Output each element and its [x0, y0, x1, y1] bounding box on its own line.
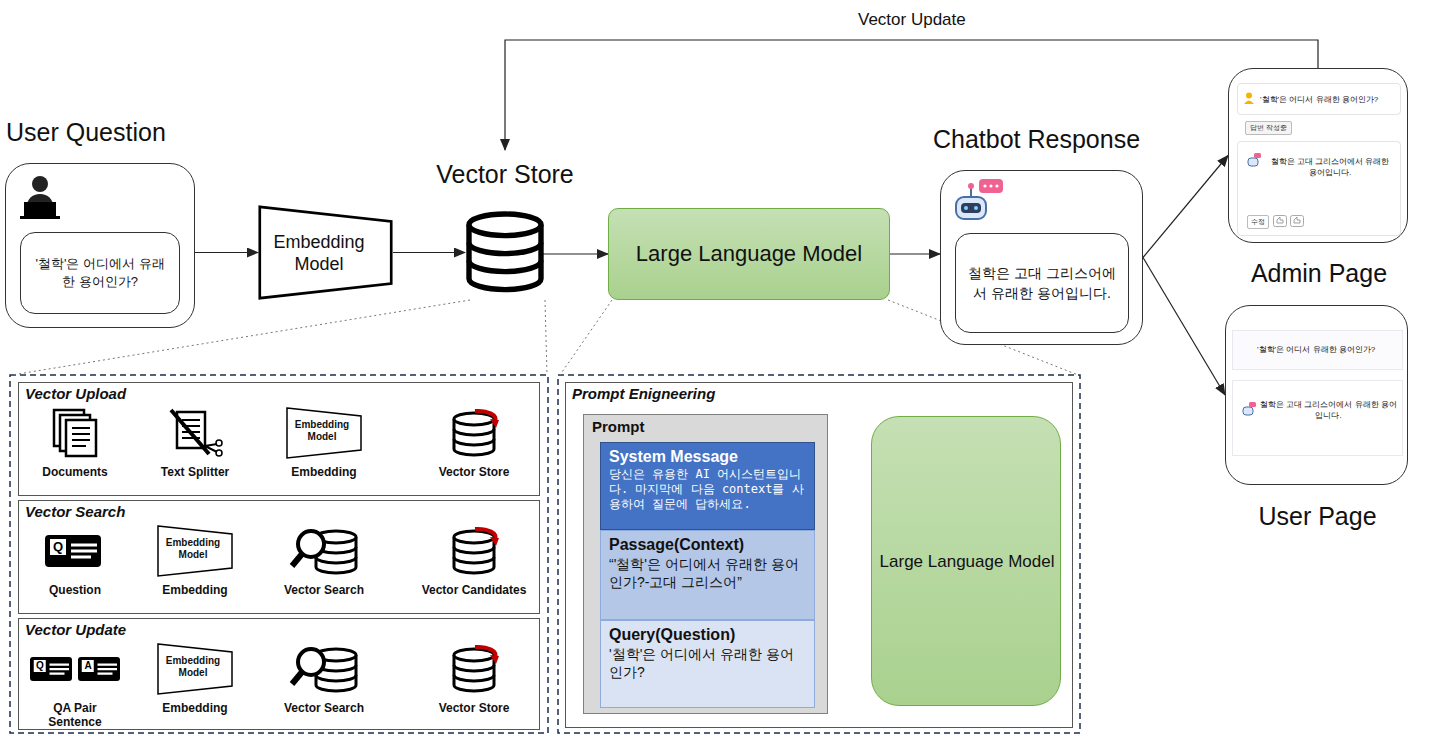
icon-text: Embedding Model: [162, 655, 224, 679]
step-panel: Vector SearchQuestionQEmbedding ModelEmb…: [18, 500, 540, 614]
dbr-icon: [449, 643, 499, 695]
bx-icon: [1290, 215, 1304, 227]
rb-icon: [1242, 402, 1256, 416]
dashed-panel: [558, 375, 1080, 733]
flow-arrow: [541, 253, 608, 254]
llm-box: Large Language Model: [871, 416, 1061, 706]
search-icon: [289, 525, 359, 577]
step-caption: Embedding: [149, 583, 241, 597]
user-page-screenshot: '철학'은 어디서 유래한 용어인가? 철학은 고대 그리스어에서 유래한 용어입…: [1225, 305, 1408, 485]
step-caption: Documents: [29, 465, 121, 479]
prompt-panel: Prompt EnigneeringPromptSystem Message당신…: [565, 382, 1073, 728]
step-panel: Vector UploadDocuments Text Splitter Embed…: [18, 382, 540, 496]
step-caption: Vector Search: [269, 701, 379, 715]
panel-heading: Prompt Enigneering: [572, 385, 715, 403]
section-title: Passage(Context): [609, 535, 744, 554]
step-caption: Embedding: [269, 465, 379, 479]
icon-letter: A: [82, 660, 94, 672]
speech-bubble: 철학은 고대 그리스어에서 유래한 용어입니다.: [955, 233, 1129, 333]
node-text: Large Language Model: [609, 209, 889, 299]
panel-heading: Vector Upload: [25, 385, 126, 403]
flow-arrow: [1143, 258, 1225, 396]
docs-icon: [50, 408, 100, 458]
section-heading: Chatbot Response: [933, 125, 1163, 154]
icon-letter: Q: [50, 539, 66, 555]
section-title: Query(Question): [609, 625, 735, 644]
step-caption: Vector Candidates: [414, 583, 534, 597]
section-body: “'철학'은 어디에서 유래한 용어인가?-고대 그리스어”: [609, 555, 807, 591]
input-panel: User Question'철학'은 어디에서 유래한 용어인가?: [5, 163, 195, 328]
icon-text: Embedding Model: [162, 537, 224, 561]
pipeline-step: Vector Store: [414, 405, 534, 491]
edge-label: Vector Update: [855, 10, 969, 30]
button-text: 답변 작성중: [1245, 121, 1292, 135]
av-icon: [1243, 92, 1255, 104]
pipeline-step: Vector Search: [269, 641, 379, 727]
prompt-section: Query(Question)'철학'은 어디에서 유래한 용어인가?: [600, 620, 815, 708]
section-heading: User Question: [6, 118, 216, 147]
step-caption: Text Splitter: [149, 465, 241, 479]
panel-heading: Vector Search: [25, 503, 125, 521]
speech-bubble: '철학'은 어디에서 유래한 용어인가?: [20, 232, 180, 314]
vector-store: Vector Store: [420, 150, 590, 305]
pipeline-step: QA Pair Sentence Q A: [29, 641, 121, 733]
pipeline-step: Embedding ModelEmbedding: [269, 405, 379, 491]
pipeline-step: Vector Store: [414, 641, 534, 727]
embedding-model: Embedding Model: [258, 205, 393, 300]
robot-icon: [951, 177, 1006, 227]
prompt-box: PromptSystem Message당신은 유용한 AI 어시스턴트입니다.…: [583, 414, 828, 714]
node-text: Embedding Model: [264, 205, 374, 300]
flow-arrow: [1143, 156, 1228, 258]
search-icon: [289, 643, 359, 695]
flow-arrow: [890, 253, 940, 254]
section-body: 당신은 유용한 AI 어시스턴트입니다. 마지막에 다음 context를 사용…: [609, 467, 809, 512]
screenshot-text: '철학'은 어디서 유래한 용어인가?: [1232, 330, 1403, 370]
button-text: 수정: [1247, 215, 1269, 229]
pipeline-step: Question Q: [29, 523, 121, 609]
pipeline-step: Embedding ModelEmbedding: [149, 523, 241, 609]
pipeline-step: Vector Search: [269, 523, 379, 609]
box-heading: Prompt: [592, 418, 645, 436]
step-caption: QA Pair Sentence: [29, 701, 121, 729]
dashed-panel: [10, 375, 548, 733]
db-icon: [460, 200, 550, 300]
screenshot-text: 철학은 고대 그리스어에서 유래한 용어입니다.: [1232, 380, 1403, 456]
flow-arrow: [195, 252, 258, 253]
step-caption: Vector Search: [269, 583, 379, 597]
prompt-section: Passage(Context)“'철학'은 어디에서 유래한 용어인가?-고대…: [600, 530, 815, 620]
section-title: System Message: [609, 447, 738, 466]
section-heading: Vector Store: [420, 160, 590, 189]
step-caption: Embedding: [149, 701, 241, 715]
dbr-icon: [449, 407, 499, 459]
flow-arrow: [505, 40, 1318, 150]
pipeline-step: Documents: [29, 405, 121, 491]
screenshot-text: '철학'은 어디서 유래한 용어인가?: [1237, 83, 1401, 115]
step-caption: Question: [29, 583, 121, 597]
panel-heading: Vector Update: [25, 621, 126, 639]
node-text: Large Language Model: [876, 417, 1058, 705]
person-icon: [18, 174, 63, 219]
bx-icon: [1273, 215, 1287, 227]
prompt-section: System Message당신은 유용한 AI 어시스턴트입니다. 마지막에 …: [600, 442, 815, 530]
icon-text: Embedding Model: [291, 419, 353, 443]
trap-icon: [258, 205, 393, 300]
dbr-icon: [449, 525, 499, 577]
splitter-icon: [165, 408, 225, 458]
section-body: '철학'은 어디에서 유래한 용어인가?: [609, 645, 807, 681]
rb-icon: [1247, 153, 1261, 167]
step-panel: Vector Update QA Pair Sentence Q A Embedding…: [18, 618, 540, 730]
pipeline-step: Vector Candidates: [414, 523, 534, 609]
response-panel: Chatbot Response철학은 고대 그리스어에서 유래한 용어입니다.: [940, 170, 1143, 345]
flow-arrow: [393, 252, 465, 253]
step-caption: Vector Store: [414, 465, 534, 479]
llm-box: Large Language Model: [608, 208, 890, 300]
pipeline-step: Text Splitter: [149, 405, 241, 491]
pipeline-step: Embedding ModelEmbedding: [149, 641, 241, 727]
icon-letter: Q: [34, 660, 46, 672]
step-caption: Vector Store: [414, 701, 534, 715]
section-heading: User Page: [1221, 502, 1414, 531]
admin-page-screenshot: '철학'은 어디서 유래한 용어인가?답변 작성중철학은 고대 그리스어에서 유…: [1228, 68, 1408, 243]
section-heading: Admin Page: [1224, 259, 1414, 288]
